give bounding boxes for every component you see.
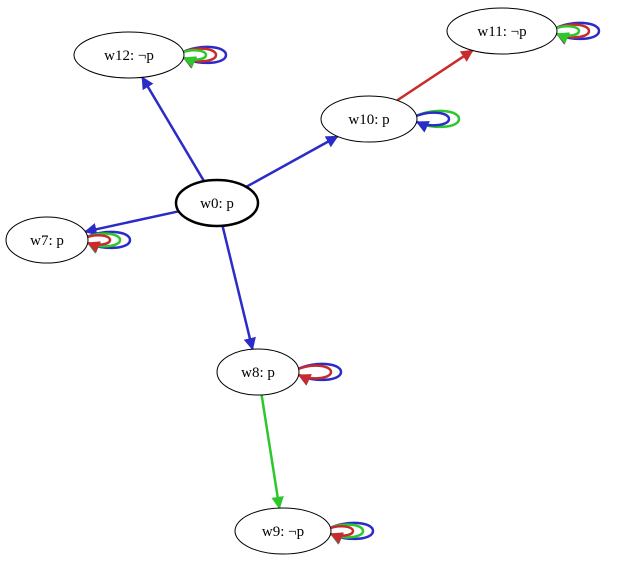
node-w8[interactable]: w8: p: [216, 348, 300, 396]
self-loop-w10-blue: [413, 111, 451, 133]
node-w10-label: w10: p: [348, 112, 389, 128]
edge-w8-to-w9: [260, 394, 284, 510]
nodes-layer: w0: p w7: p w8: p w9: ¬p w10: p w11: ¬p …: [5, 7, 558, 555]
edge-w0-to-w12: [141, 76, 206, 182]
edge-w0-to-w8: [221, 225, 256, 351]
node-w7-label: w7: p: [30, 233, 64, 249]
node-w0-label: w0: p: [200, 196, 234, 212]
self-loop-w12-green: [180, 49, 208, 68]
node-w12-label: w12: ¬p: [104, 48, 154, 64]
self-loop-w7-red: [84, 234, 112, 253]
node-w9[interactable]: w9: ¬p: [234, 507, 332, 555]
self-loop-w9-red: [327, 525, 355, 544]
node-w0[interactable]: w0: p: [174, 178, 260, 228]
self-loop-w11-green: [553, 25, 581, 44]
self-loops-layer: [84, 21, 601, 545]
edge-w10-to-w11: [396, 49, 474, 102]
node-w11[interactable]: w11: ¬p: [446, 7, 558, 55]
edges-layer: [84, 49, 474, 510]
node-w7[interactable]: w7: p: [5, 216, 89, 264]
self-loop-w8-red: [295, 364, 333, 386]
node-w11-label: w11: ¬p: [477, 24, 526, 40]
node-w12[interactable]: w12: ¬p: [73, 31, 185, 79]
node-w10[interactable]: w10: p: [320, 95, 418, 143]
edge-w0-to-w10: [245, 135, 339, 188]
node-w9-label: w9: ¬p: [262, 524, 304, 540]
node-w8-label: w8: p: [241, 365, 275, 381]
edge-w0-to-w7: [84, 210, 180, 236]
